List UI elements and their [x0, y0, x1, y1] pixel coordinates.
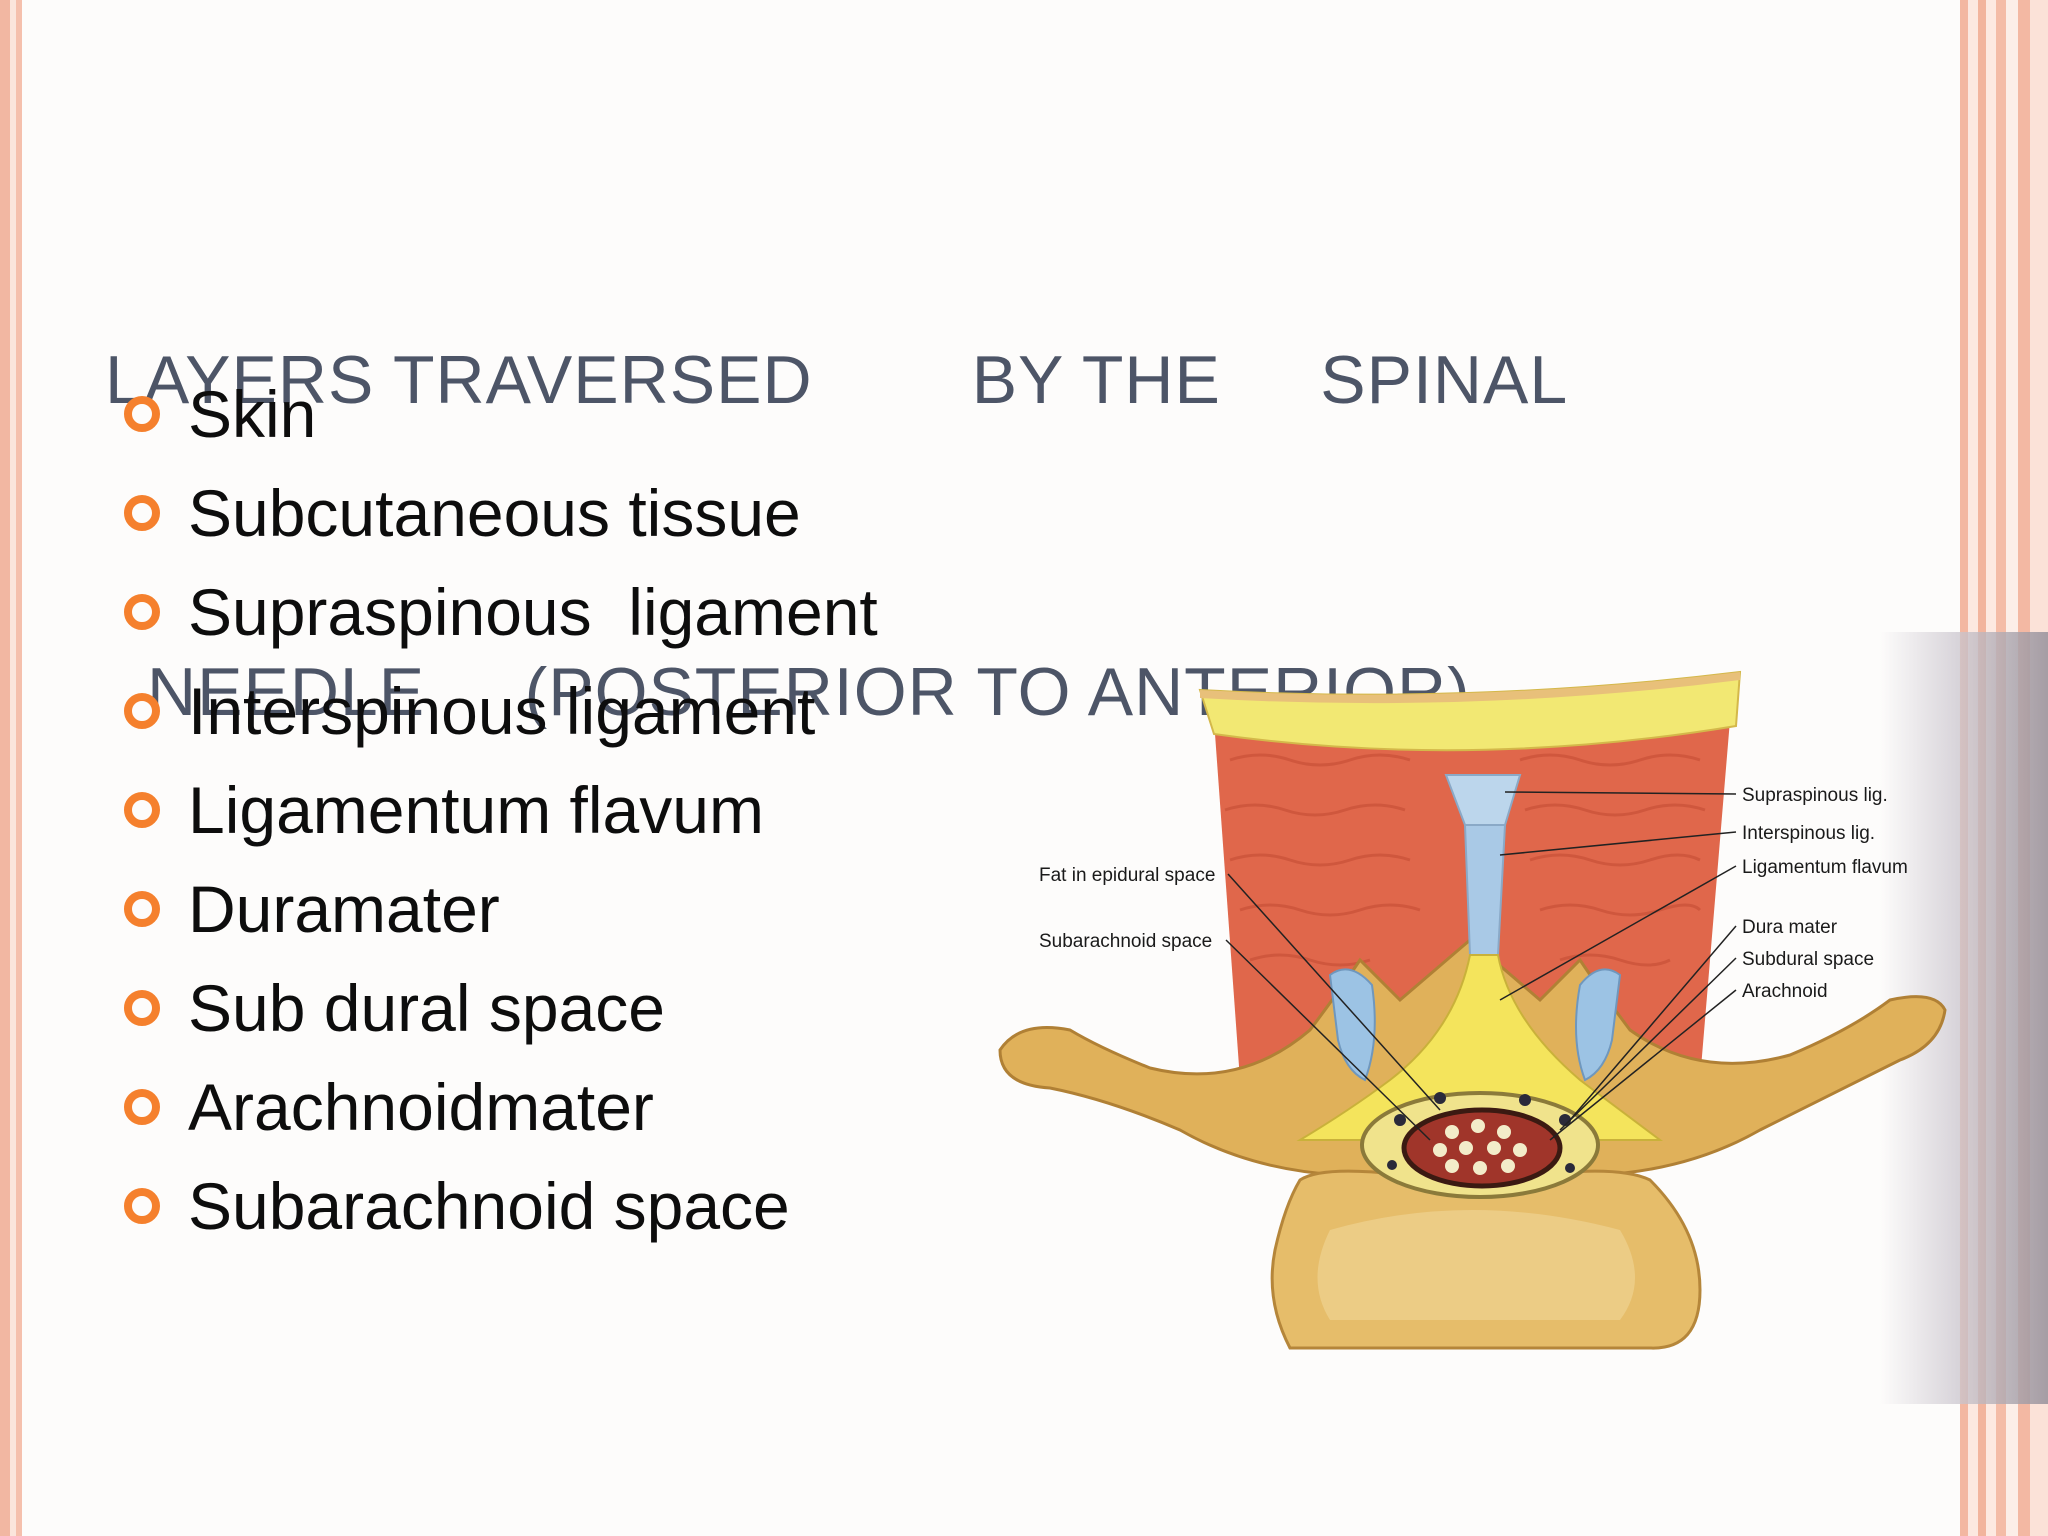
bullet-ring-icon — [124, 1088, 160, 1125]
bullet-ring-icon — [124, 1187, 160, 1224]
muscle-striations — [1224, 753, 1706, 967]
bullet-ring-icon — [124, 593, 160, 630]
bullet-text: Supraspinous ligament — [188, 574, 878, 649]
label-ligamentum-flavum: Ligamentum flavum — [1742, 857, 1908, 878]
bullet-text: Subcutaneous tissue — [188, 475, 801, 550]
label-arachnoid: Arachnoid — [1742, 981, 1828, 1002]
label-leader-lines — [1225, 791, 1737, 1141]
bullet-item: Sub dural space — [124, 958, 878, 1057]
bullet-item: Subcutaneous tissue — [124, 463, 878, 562]
bullet-text: Sub dural space — [188, 970, 665, 1045]
label-interspinous-lig: Interspinous lig. — [1742, 823, 1875, 844]
bullet-item: Skin — [124, 364, 878, 463]
cauda-equina-roots — [1433, 1119, 1527, 1175]
vertebral-body-inner — [1317, 1210, 1635, 1320]
label-subarachnoid-space: Subarachnoid space — [1039, 931, 1212, 952]
right-facet-joint — [1575, 968, 1622, 1082]
left-facet-joint — [1328, 968, 1376, 1082]
interspinous-ligament — [1463, 824, 1507, 956]
bullet-ring-icon — [124, 692, 160, 729]
bullet-text: Subarachnoid space — [188, 1168, 790, 1243]
label-dura-mater: Dura mater — [1742, 917, 1838, 938]
bullet-text: Interspinous ligament — [188, 673, 816, 748]
bullet-list: Skin Subcutaneous tissue Supraspinous li… — [124, 364, 878, 1255]
bullet-ring-icon — [124, 890, 160, 927]
bullet-item: Interspinous ligament — [124, 661, 878, 760]
bullet-item: Supraspinous ligament — [124, 562, 878, 661]
bullet-ring-icon — [124, 989, 160, 1026]
subarachnoid-space — [1401, 1107, 1563, 1189]
bullet-item: Arachnoidmater — [124, 1057, 878, 1156]
label-fat-epidural: Fat in epidural space — [1039, 865, 1215, 886]
left-border-stripe — [0, 0, 26, 1536]
label-supraspinous-lig: Supraspinous lig. — [1742, 785, 1888, 806]
bullet-text: Skin — [188, 376, 317, 451]
bullet-item: Subarachnoid space — [124, 1156, 878, 1255]
bullet-item: Duramater — [124, 859, 878, 958]
bullet-ring-icon — [124, 395, 160, 432]
bullet-text: Arachnoidmater — [188, 1069, 654, 1144]
bullet-item: Ligamentum flavum — [124, 760, 878, 859]
slide-title-line-1: LAYERS TRAVERSED BY THE SPINAL — [105, 342, 1569, 418]
skin-layer — [1200, 672, 1740, 704]
bullet-ring-icon — [124, 791, 160, 828]
bullet-text: Ligamentum flavum — [188, 772, 764, 847]
bullet-ring-icon — [124, 494, 160, 531]
bullet-text: Duramater — [188, 871, 500, 946]
spinal-anatomy-figure: Fat in epidural space Subarachnoid space… — [998, 670, 1947, 1350]
label-subdural-space: Subdural space — [1742, 949, 1874, 970]
